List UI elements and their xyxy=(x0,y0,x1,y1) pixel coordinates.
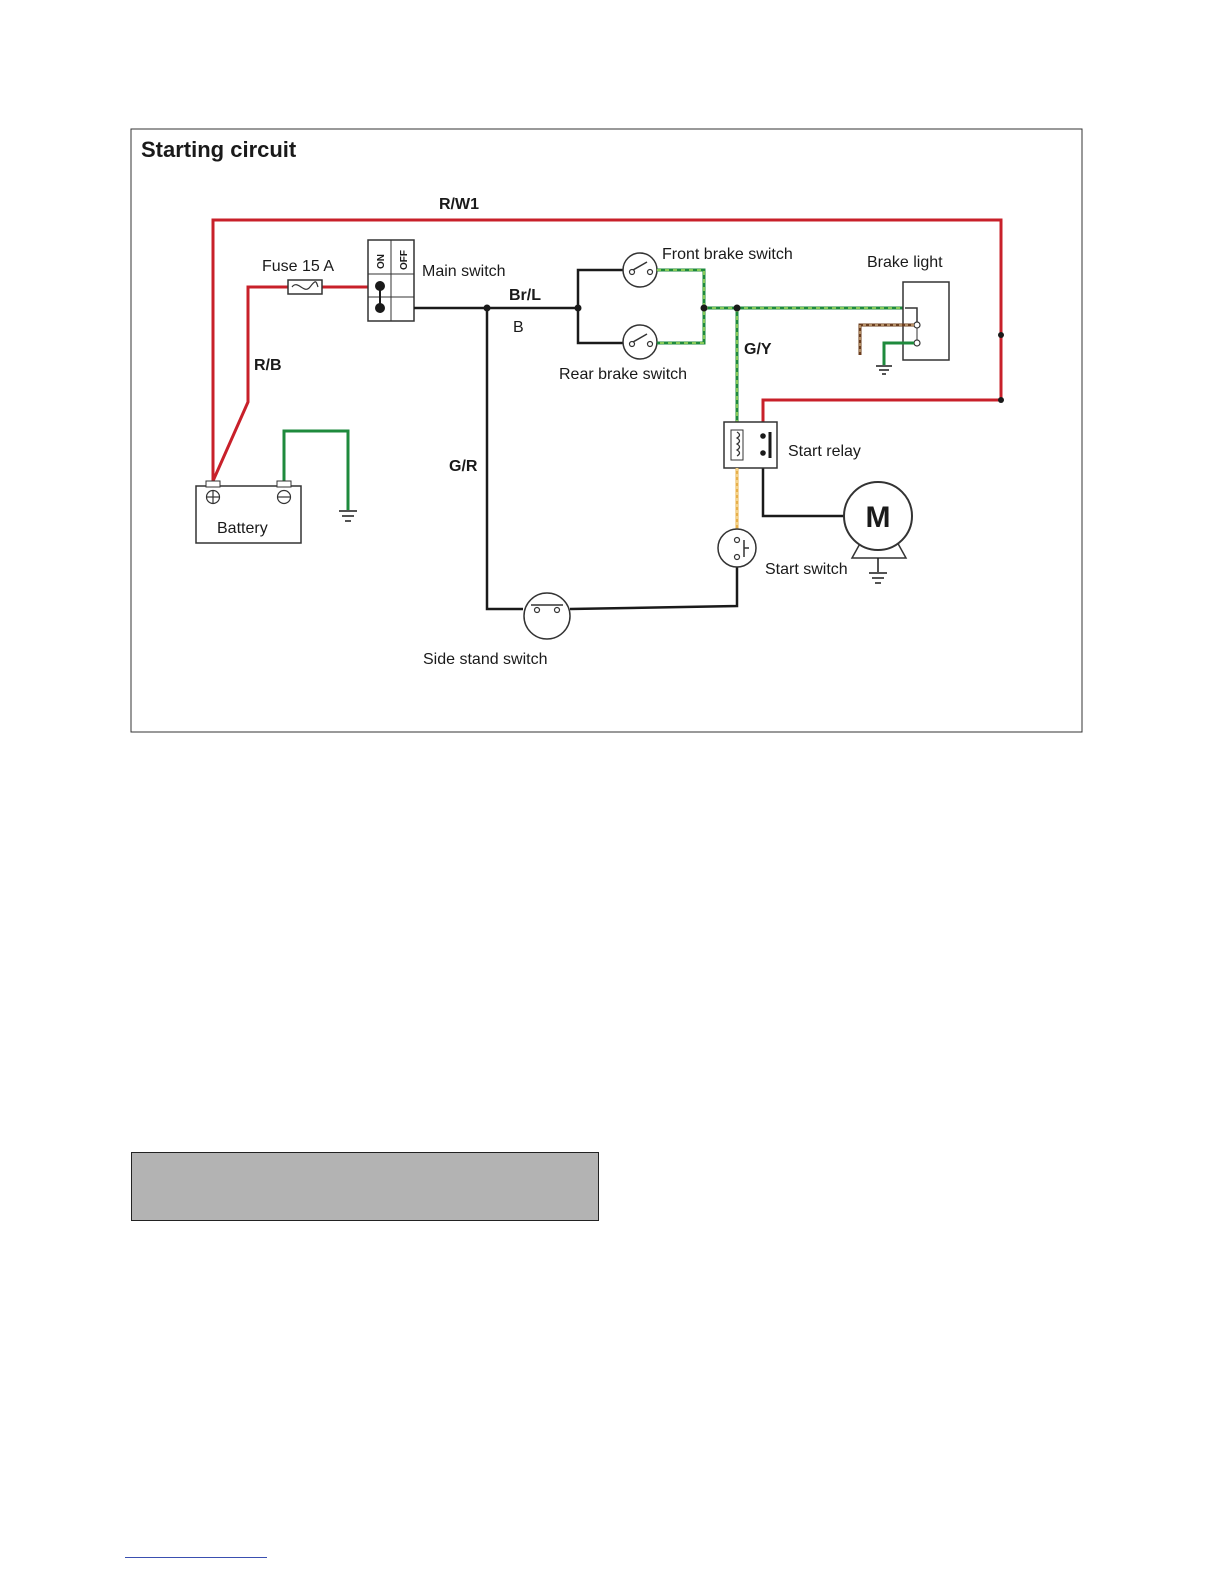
brake-light xyxy=(903,282,949,360)
rear-brake-switch xyxy=(623,325,657,359)
fuse-label: Fuse 15 A xyxy=(262,258,334,275)
main-switch-label: Main switch xyxy=(422,263,506,280)
wire-label-rb: R/B xyxy=(254,357,282,374)
start-relay-label: Start relay xyxy=(788,443,861,460)
junction-dot xyxy=(484,305,491,312)
main-switch: ON OFF xyxy=(368,240,414,321)
start-switch-label: Start switch xyxy=(765,561,848,578)
rear-brake-switch-label: Rear brake switch xyxy=(559,366,687,383)
front-brake-switch xyxy=(623,253,657,287)
junction-dot xyxy=(734,305,741,312)
side-stand-switch xyxy=(524,593,570,639)
battery: Battery xyxy=(196,481,301,543)
starter-motor: M xyxy=(844,482,912,572)
wire-label-gy: G/Y xyxy=(744,341,772,358)
wire-label-rw1: R/W1 xyxy=(439,196,479,213)
junction-dot xyxy=(998,397,1004,403)
start-relay xyxy=(724,422,777,468)
main-switch-off-label: OFF xyxy=(399,250,410,270)
gray-placeholder-box xyxy=(131,1152,599,1221)
diagram-title: Starting circuit xyxy=(141,137,297,162)
side-stand-switch-label: Side stand switch xyxy=(423,651,548,668)
wire-label-gr: G/R xyxy=(449,458,478,475)
fuse xyxy=(288,280,322,294)
battery-label: Battery xyxy=(217,520,268,537)
junction-dot xyxy=(998,332,1004,338)
wire-label-b: B xyxy=(513,319,524,336)
wire-label-brl: Br/L xyxy=(509,287,541,304)
motor-icon: M xyxy=(866,501,891,534)
front-brake-switch-label: Front brake switch xyxy=(662,246,793,263)
main-switch-on-label: ON xyxy=(376,254,387,269)
junction-dot xyxy=(701,305,708,312)
junction-dot xyxy=(575,305,582,312)
brake-light-label: Brake light xyxy=(867,254,943,271)
footer-link-underline xyxy=(125,1557,267,1558)
start-switch xyxy=(718,529,756,567)
